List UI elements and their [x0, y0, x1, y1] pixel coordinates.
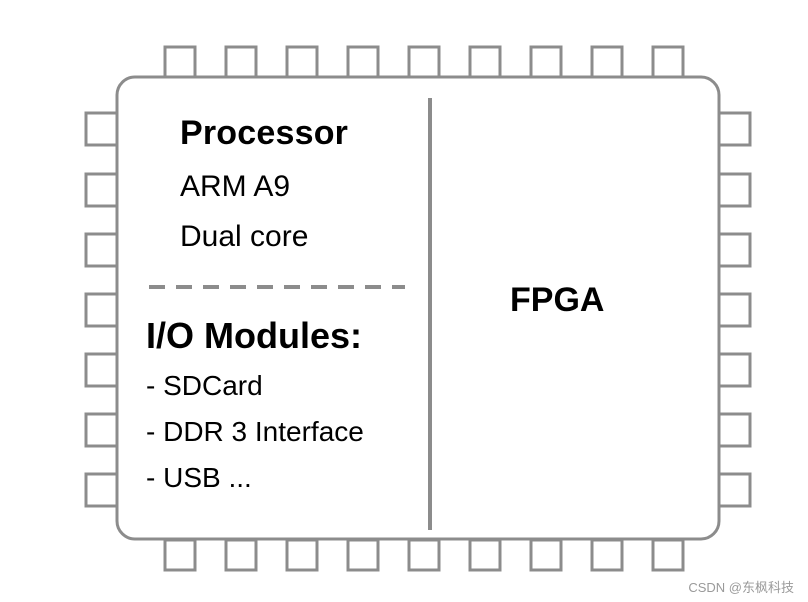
chip-pin-bottom-4: [346, 538, 380, 572]
chip-pin-left-3: [84, 232, 119, 268]
chip-pin-top-3: [285, 45, 319, 79]
chip-pin-right-1: [717, 111, 752, 147]
chip-pin-bottom-3: [285, 538, 319, 572]
chip-pin-right-4: [717, 292, 752, 328]
chip-pin-bottom-1: [163, 538, 197, 572]
chip-pin-top-5: [407, 45, 441, 79]
chip-pin-top-4: [346, 45, 380, 79]
io-item-sdcard: - SDCard: [146, 370, 263, 401]
processor-line-arch: ARM A9: [180, 170, 291, 203]
processor-line-cores: Dual core: [180, 220, 309, 253]
processor-title: Processor: [180, 114, 349, 152]
chip-body: [115, 75, 721, 541]
pins-right: [717, 111, 752, 508]
chip-pin-top-8: [590, 45, 624, 79]
chip-pin-top-7: [529, 45, 563, 79]
io-item-usb: - USB ...: [146, 462, 252, 493]
chip-pin-bottom-5: [407, 538, 441, 572]
chip-pin-top-6: [468, 45, 502, 79]
chip-pin-top-2: [224, 45, 258, 79]
chip-pin-left-2: [84, 172, 119, 208]
io-item-ddr3: - DDR 3 Interface: [146, 416, 364, 447]
chip-pin-bottom-7: [529, 538, 563, 572]
chip-pin-left-4: [84, 292, 119, 328]
watermark: CSDN @东枫科技: [688, 580, 794, 595]
chip-pin-left-6: [84, 412, 119, 448]
io-modules-title: I/O Modules:: [146, 315, 362, 356]
chip-pin-top-1: [163, 45, 197, 79]
chip-pin-bottom-6: [468, 538, 502, 572]
chip-pin-right-6: [717, 412, 752, 448]
chip-pin-left-5: [84, 352, 119, 388]
chip-pin-bottom-8: [590, 538, 624, 572]
chip-pin-top-9: [651, 45, 685, 79]
chip-pin-bottom-2: [224, 538, 258, 572]
chip-pin-left-7: [84, 472, 119, 508]
chip-pin-left-1: [84, 111, 119, 147]
chip-pin-right-5: [717, 352, 752, 388]
pins-left: [84, 111, 119, 508]
chip-pin-bottom-9: [651, 538, 685, 572]
pins-top: [163, 45, 685, 79]
pins-bottom: [163, 538, 685, 572]
chip-pin-right-7: [717, 472, 752, 508]
chip-pin-right-3: [717, 232, 752, 268]
chip-pin-right-2: [717, 172, 752, 208]
fpga-label: FPGA: [510, 281, 605, 319]
